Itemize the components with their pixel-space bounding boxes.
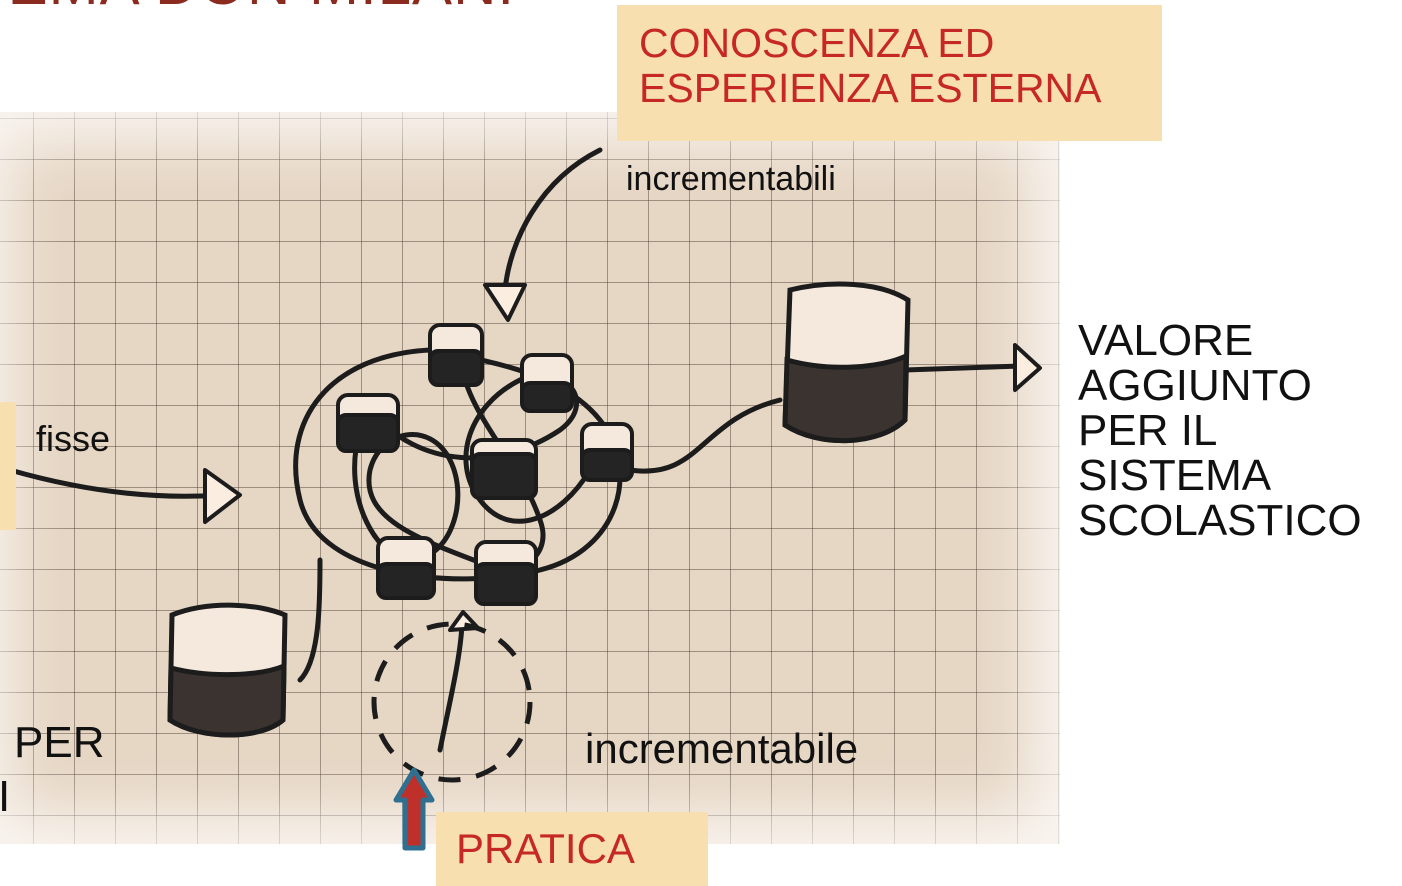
- output-arrow-line: [902, 363, 1023, 373]
- small-pot: [474, 540, 538, 606]
- output-arrowhead: [1013, 343, 1042, 392]
- per-label: PER: [14, 718, 105, 767]
- output-connector: [627, 397, 783, 474]
- output-beaker: [782, 281, 911, 443]
- small-pot: [336, 393, 400, 453]
- incrementabile-label: incrementabile: [585, 725, 859, 772]
- fixed-resources-label-box: [0, 402, 16, 530]
- source-beaker: [167, 602, 288, 738]
- small-pot: [428, 323, 484, 387]
- slide-title: TEMA DON MILANI: [0, 0, 770, 14]
- incoming-arrowhead: [483, 283, 527, 322]
- practice-arrow-line: [437, 622, 465, 753]
- added-value-label: VALORE AGGIUNTO PER IL SISTEMA SCOLASTIC…: [1078, 316, 1362, 545]
- incoming-arrow-line: [502, 147, 603, 293]
- input-arrow-line: [7, 467, 223, 499]
- small-pot: [580, 422, 634, 482]
- i-label: I: [0, 772, 11, 821]
- pratica-label: PRATICA: [436, 812, 708, 886]
- beaker-connector: [297, 557, 323, 683]
- incrementabili-label: incrementabili: [626, 160, 836, 198]
- input-arrowhead: [203, 468, 242, 524]
- practice-cycle: [371, 621, 533, 783]
- small-pot: [520, 353, 574, 413]
- fisse-label: fisse: [36, 418, 111, 459]
- pratica-arrow: [393, 767, 435, 851]
- small-pot: [470, 438, 538, 500]
- external-knowledge-label: CONOSCENZA ED ESPERIENZA ESTERNA: [617, 5, 1162, 141]
- small-pot: [376, 536, 436, 600]
